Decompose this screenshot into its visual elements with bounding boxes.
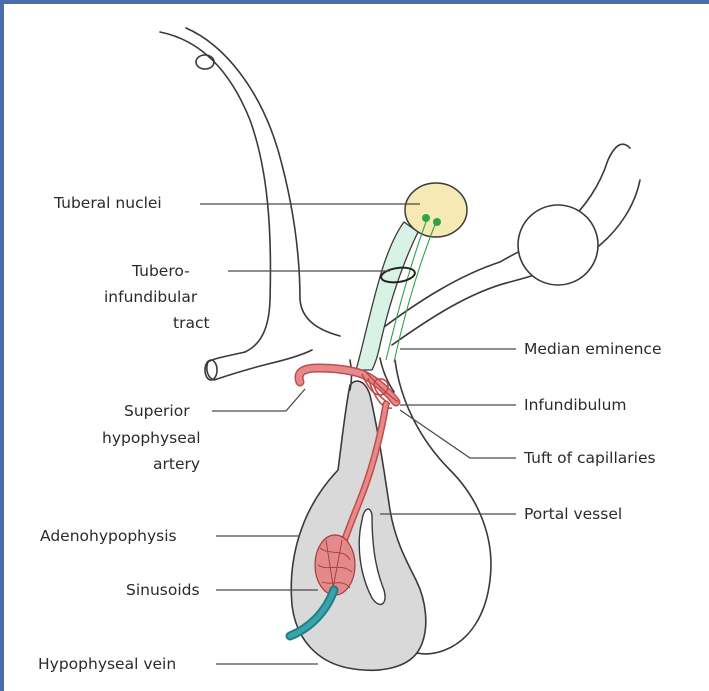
label-superior-line3: artery [153, 455, 200, 473]
label-tubero-line2: infundibular [104, 288, 198, 306]
brainstem-outline [380, 144, 640, 345]
mammillary-body [518, 205, 598, 285]
label-superior-line1: Superior [124, 402, 190, 420]
tuberoinfundibular-tract [356, 222, 418, 370]
label-tubero-line1: Tubero- [131, 262, 190, 280]
label-superior-line2: hypophyseal [102, 429, 201, 447]
label-portal-vessel: Portal vessel [524, 505, 622, 523]
neuron-dot-1 [422, 214, 430, 222]
leader-tuft [400, 410, 516, 458]
neuron-dot-2 [433, 218, 441, 226]
label-adenohypophysis: Adenohypophysis [40, 527, 177, 545]
leader-superior-artery [212, 389, 305, 411]
label-tuberal-nuclei: Tuberal nuclei [53, 194, 162, 212]
hypothalamus-recess [196, 55, 214, 69]
label-infundibulum: Infundibulum [524, 396, 627, 414]
label-hypophyseal-vein: Hypophyseal vein [38, 655, 176, 673]
label-tuft-of-capillaries: Tuft of capillaries [523, 449, 656, 467]
label-tubero-line3: tract [173, 314, 210, 332]
label-median-eminence: Median eminence [524, 340, 662, 358]
label-sinusoids: Sinusoids [126, 581, 200, 599]
